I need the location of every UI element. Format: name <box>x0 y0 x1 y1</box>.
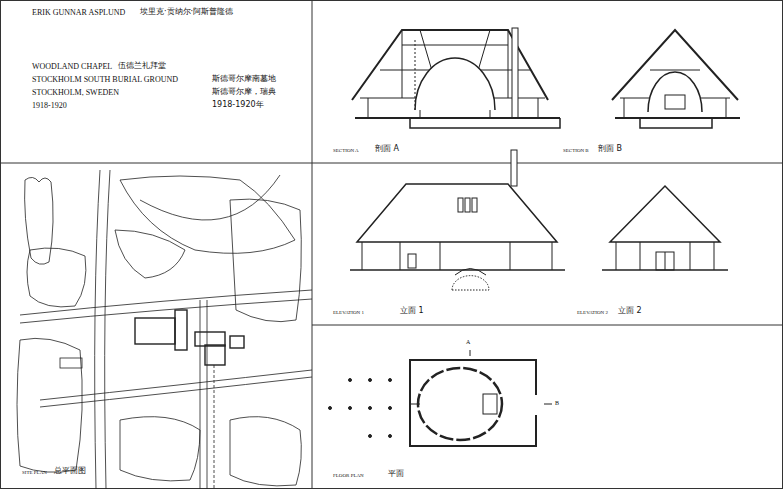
drawing-caption: FLOOR PLAN <box>333 473 364 479</box>
elevation-2 <box>602 186 728 270</box>
architect-name-zh: 埃里克·贡纳尔·阿斯普隆德 <box>140 8 233 17</box>
drawing-caption-zh: 立面 1 <box>400 307 424 316</box>
site-name-zh: 斯德哥尔摩南墓地 <box>212 75 276 84</box>
drawing-caption-zh: 总平面图 <box>54 467 86 476</box>
drawing-caption: ELEVATION 2 <box>577 310 608 316</box>
project-name-zh: 伍德兰礼拜堂 <box>118 62 166 71</box>
drawing-caption: SITE PLAN <box>22 470 47 476</box>
location: STOCKHOLM, SWEDEN <box>32 89 119 98</box>
section-b <box>612 30 740 128</box>
drawing-caption: ELEVATION 1 <box>333 310 364 316</box>
section-marker: B <box>555 400 559 407</box>
drawing-caption-zh: 立面 2 <box>618 307 642 316</box>
date-zh: 1918-1920年 <box>212 101 264 110</box>
section-a <box>352 28 560 128</box>
section-marker: A <box>466 339 470 346</box>
drawing-caption: SECTION A <box>333 148 359 154</box>
drawing-caption: SECTION B <box>563 148 589 154</box>
drawing-caption-zh: 平面 <box>388 470 404 479</box>
date: 1918-1920 <box>32 102 67 111</box>
drawing-caption-zh: 剖面 B <box>598 145 622 154</box>
elevation-1 <box>350 150 565 290</box>
architect-name: ERIK GUNNAR ASPLUND <box>32 9 125 18</box>
project-name: WOODLAND CHAPEL <box>32 63 112 72</box>
floor-plan <box>329 350 553 446</box>
site-plan <box>17 170 312 489</box>
site-name: STOCKHOLM SOUTH BURIAL GROUND <box>32 76 178 85</box>
location-zh: 斯德哥尔摩，瑞典 <box>212 88 276 97</box>
drawing-caption-zh: 剖面 A <box>375 145 399 154</box>
